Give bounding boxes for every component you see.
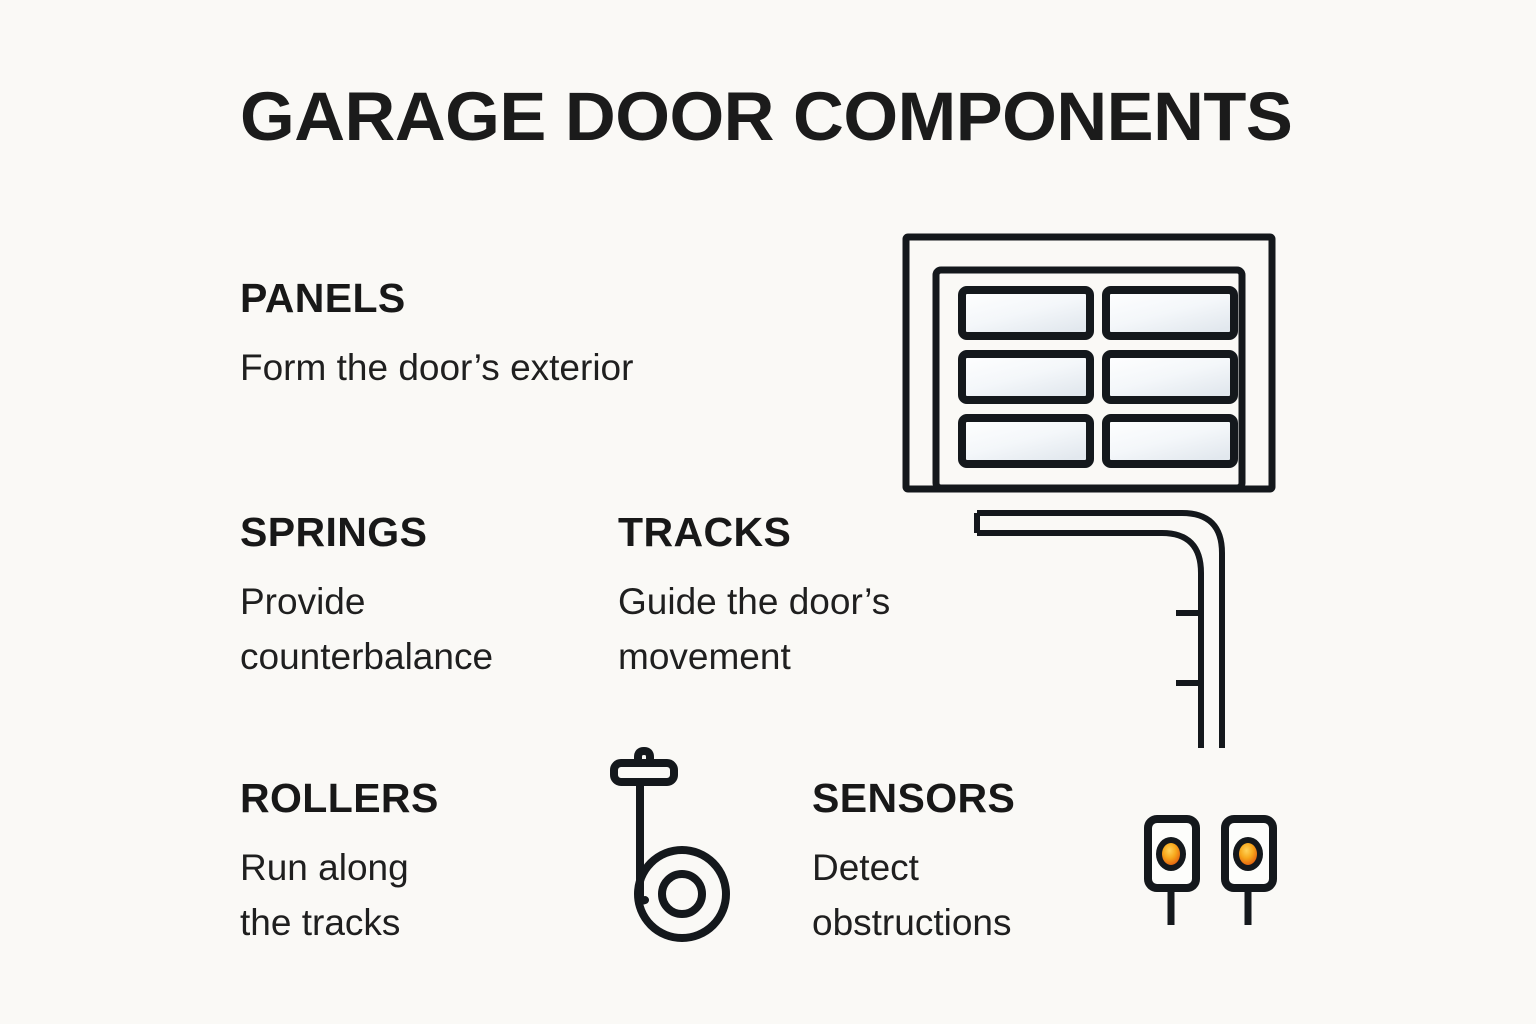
- component-heading-springs: SPRINGS: [240, 509, 428, 555]
- safety-sensor-icon: [1130, 806, 1290, 936]
- door-panel: [958, 414, 1094, 468]
- component-block-tracks: TRACKS Guide the door’s movement: [618, 512, 890, 685]
- component-block-rollers: ROLLERS Run along the tracks: [240, 778, 439, 951]
- component-block-panels: PANELS Form the door’s exterior: [240, 278, 633, 396]
- door-panel: [1102, 414, 1238, 468]
- sensor-unit: [1144, 815, 1200, 925]
- sensor-led: [1162, 843, 1180, 865]
- roller-pin-nub: [634, 747, 654, 767]
- component-description-springs: Provide counterbalance: [240, 581, 494, 677]
- component-description-rollers: Run along the tracks: [240, 847, 409, 943]
- track-inner-rail: [977, 530, 1204, 748]
- component-description-sensors: Detect obstructions: [812, 847, 1012, 943]
- component-heading-rollers: ROLLERS: [240, 775, 439, 821]
- component-block-sensors: SENSORS Detect obstructions: [812, 778, 1015, 951]
- component-description-panels: Form the door’s exterior: [240, 347, 634, 388]
- track-rail-icon: [960, 492, 1250, 768]
- sensor-unit: [1221, 815, 1277, 925]
- component-heading-sensors: SENSORS: [812, 775, 1016, 821]
- garage-door-icon: [890, 222, 1290, 502]
- roller-wheel-outer: [634, 846, 730, 942]
- component-heading-tracks: TRACKS: [618, 509, 792, 555]
- sensor-led: [1239, 843, 1257, 865]
- roller-bracket: [610, 759, 678, 786]
- page-title: GARAGE DOOR COMPONENTS: [240, 78, 1293, 155]
- door-panel: [1102, 350, 1238, 404]
- door-panel: [958, 286, 1094, 340]
- roller-wheel-icon: [600, 742, 730, 952]
- door-inner-frame: [932, 266, 1246, 492]
- component-heading-panels: PANELS: [240, 275, 406, 321]
- component-block-springs: SPRINGS Provide counterbalance: [240, 512, 493, 685]
- component-description-tracks: Guide the door’s movement: [618, 581, 891, 677]
- door-panel: [1102, 286, 1238, 340]
- door-panel: [958, 350, 1094, 404]
- roller-wheel-hub: [658, 870, 706, 918]
- track-outer-rail: [977, 510, 1225, 748]
